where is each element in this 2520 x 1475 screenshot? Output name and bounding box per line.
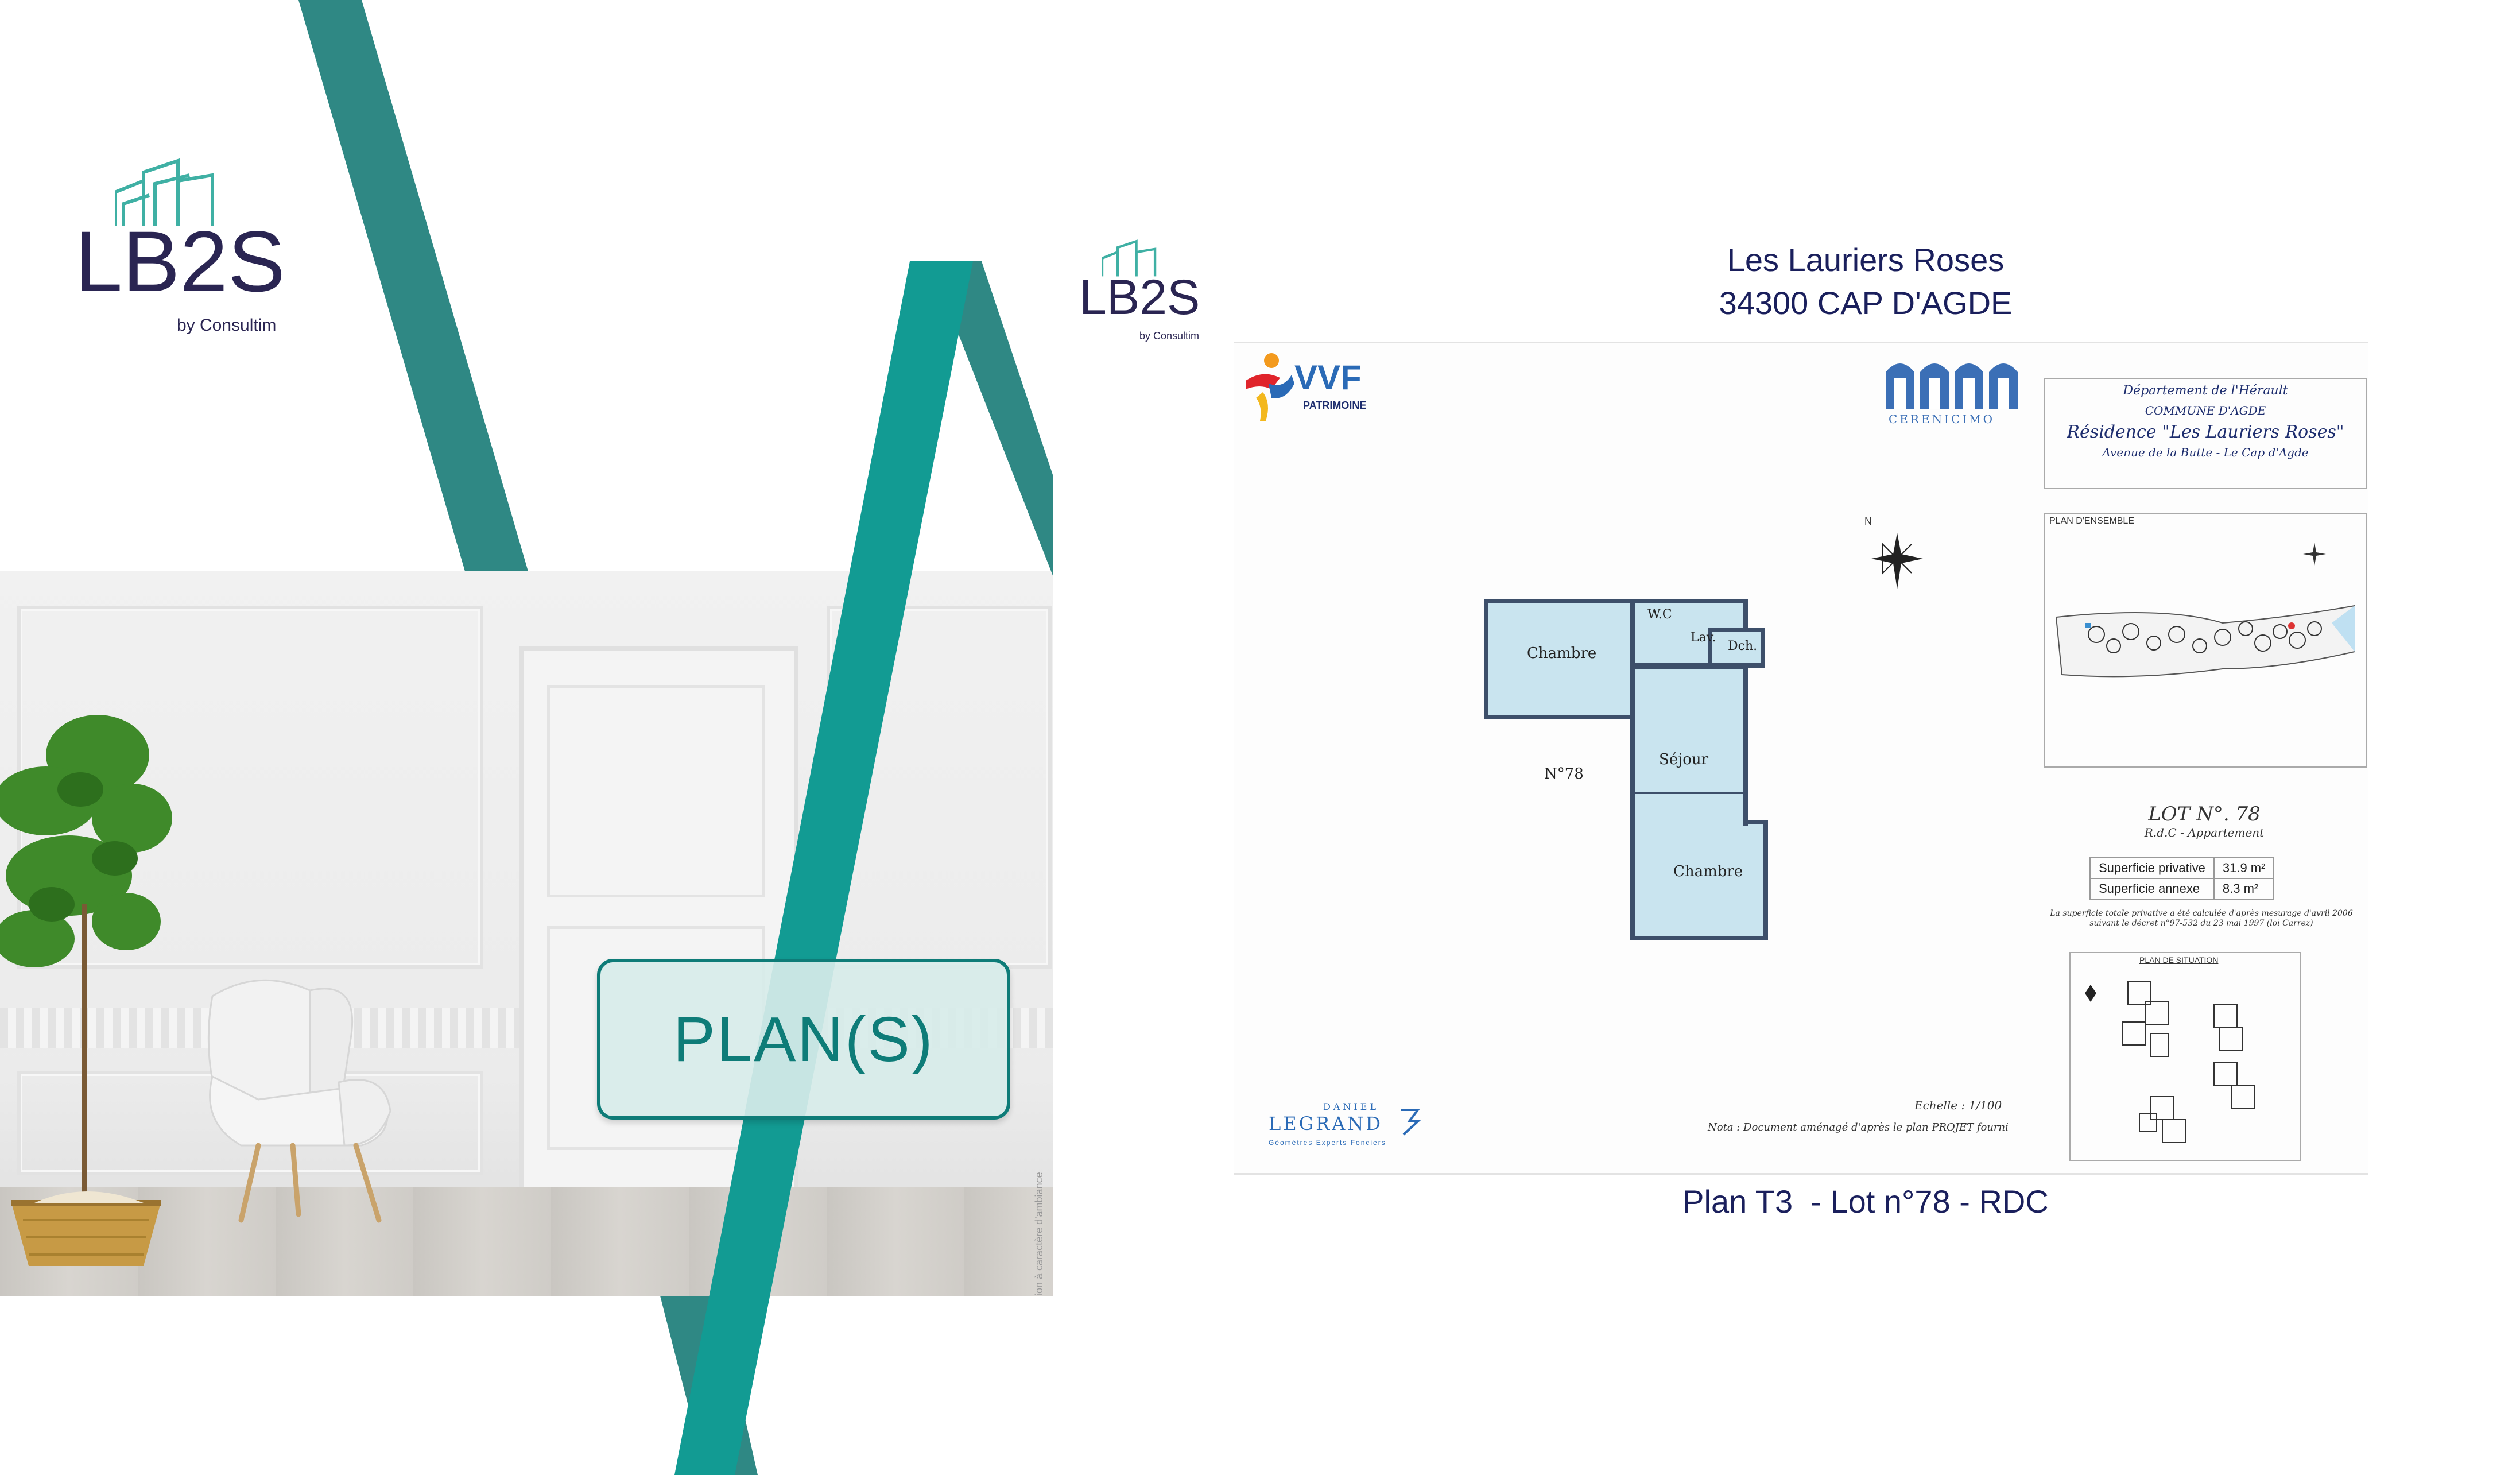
legrand-mark-icon <box>1401 1109 1421 1136</box>
north-compass-icon <box>1871 533 1923 589</box>
plans-section-button[interactable]: PLAN(S) <box>597 959 1010 1120</box>
surface-label: Superficie annexe <box>2089 878 2215 900</box>
lot-block: LOT N°. 78 R.d.C - Appartement <box>2044 803 2365 839</box>
logo-byline: by Consultim <box>177 316 277 335</box>
room-label-dch: Dch. <box>1728 639 1758 653</box>
lb2s-logo-small: LB2S by Consultim <box>1079 238 1217 347</box>
surface-row: Superficie annexe 8.3 m² <box>2089 878 2275 900</box>
lot-subtitle: R.d.C - Appartement <box>2144 826 2265 839</box>
legrand-top: DANIEL <box>1323 1101 1379 1112</box>
armchair <box>207 979 391 1223</box>
wall-panel <box>827 606 1052 969</box>
room-label-sejour: Séjour <box>1659 751 1709 768</box>
legrand-name: LEGRAND <box>1269 1113 1383 1135</box>
surface-value: 8.3 m² <box>2213 878 2275 900</box>
left-page: Illustration à caractère d'ambiance LB2S… <box>0 0 1053 1475</box>
lot-number-label: N°78 <box>1544 765 1584 783</box>
plans-section-label: PLAN(S) <box>673 1004 935 1075</box>
plan-header-block: Département de l'Hérault COMMUNE D'AGDE … <box>2044 378 2367 489</box>
scale-label: Echelle : 1/100 <box>1914 1098 2002 1112</box>
room-passage <box>1630 794 1748 826</box>
ambiance-note: Illustration à caractère d'ambiance <box>1033 1172 1045 1296</box>
residence-title: Les Lauriers Roses <box>1727 242 2005 278</box>
plant-in-basket <box>0 715 172 1266</box>
nota-label: Nota : Document aménagé d'après le plan … <box>1708 1121 2009 1133</box>
legrand-logo: DANIEL LEGRAND Géomètres Experts Foncier… <box>1269 1101 1441 1153</box>
header-avenue: Avenue de la Butte - Le Cap d'Agde <box>2102 446 2309 459</box>
room-chambre-2 <box>1630 820 1768 940</box>
room-shower <box>1708 628 1765 668</box>
cerenicimo-logo: CERENICIMO <box>1883 355 2021 429</box>
header-residence: Résidence "Les Lauriers Roses" <box>2067 422 2344 442</box>
room-label-chambre-1: Chambre <box>1527 645 1597 662</box>
cerenicimo-name: CERENICIMO <box>1889 412 1995 426</box>
plan-ensemble-label: PLAN D'ENSEMBLE <box>2049 516 2134 526</box>
vvf-name: VVF <box>1294 358 1362 397</box>
room-label-wc: W.C <box>1647 607 1672 622</box>
vvf-sub: PATRIMOINE <box>1303 400 1367 411</box>
lot-title: LOT N°. 78 <box>2148 803 2261 826</box>
buildings-logo-icon <box>115 158 214 226</box>
compass-small-icon <box>2303 543 2326 566</box>
surface-row: Superficie privative 31.9 m² <box>2089 857 2275 879</box>
floor-plan-document: VVF PATRIMOINE CERENICIMO Département de… <box>1234 342 2368 1175</box>
residence-address: 34300 CAP D'AGDE <box>1719 285 2013 321</box>
lb2s-logo: LB2S by Consultim <box>75 158 304 347</box>
logo-byline: by Consultim <box>1139 330 1200 342</box>
surface-value: 31.9 m² <box>2213 857 2275 879</box>
situation-map-icon <box>2085 981 2255 1143</box>
logo-brand: LB2S <box>75 213 285 309</box>
room-label-lav: Lav. <box>1691 630 1716 645</box>
surface-label: Superficie privative <box>2089 857 2215 879</box>
interior-photo: Illustration à caractère d'ambiance <box>0 571 1053 1296</box>
header-commune: COMMUNE D'AGDE <box>2145 404 2266 417</box>
vvf-logo: VVF PATRIMOINE <box>1240 349 1406 424</box>
plan-situation: PLAN DE SITUATION <box>2069 952 2301 1161</box>
cerenicimo-buildings-icon <box>1886 363 2018 409</box>
vvf-figure-icon <box>1246 353 1294 421</box>
plan-caption: Plan T3 - Lot n°78 - RDC <box>1682 1183 2049 1220</box>
room-label-chambre-2: Chambre <box>1673 863 1743 880</box>
room-sejour <box>1630 665 1748 797</box>
surface-note: La superficie totale privative a été cal… <box>2050 909 2353 928</box>
legrand-sub: Géomètres Experts Fonciers <box>1269 1139 1386 1147</box>
header-department: Département de l'Hérault <box>2123 384 2288 398</box>
plan-situation-label: PLAN DE SITUATION <box>2139 955 2219 965</box>
logo-brand: LB2S <box>1079 270 1200 325</box>
buildings-logo-icon <box>1102 239 1157 277</box>
surface-table: Superficie privative 31.9 m² Superficie … <box>2089 857 2275 900</box>
north-label: N <box>1864 516 1872 527</box>
plan-ensemble: PLAN D'ENSEMBLE <box>2044 513 2367 768</box>
site-map-icon <box>2055 605 2355 678</box>
